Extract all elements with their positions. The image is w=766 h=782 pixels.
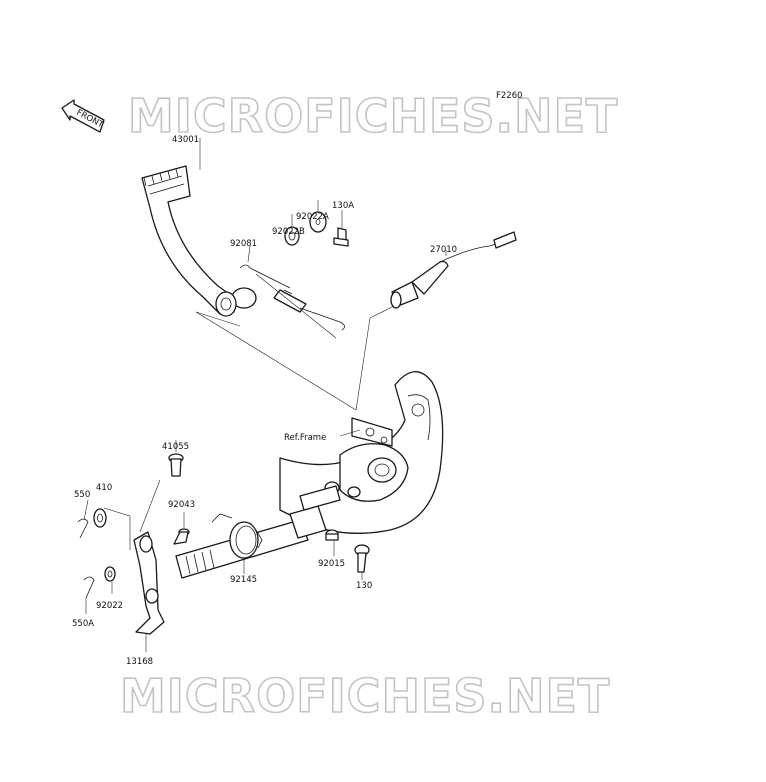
bolt-130-icon	[354, 544, 370, 573]
label-92022b: 92022B	[272, 227, 305, 237]
label-410: 410	[96, 483, 112, 493]
watermark-top: MICROFICHES.NET	[128, 89, 618, 143]
label-27010: 27010	[430, 245, 457, 255]
bolt-130a-icon	[333, 227, 349, 247]
label-92022: 92022	[96, 601, 123, 611]
label-43001: 43001	[172, 135, 199, 145]
leader-lines	[83, 138, 447, 652]
label-550a: 550A	[72, 619, 94, 629]
cotter-pin-550-icon	[77, 518, 89, 539]
label-92145: 92145	[230, 575, 257, 585]
label-92081: 92081	[230, 239, 257, 249]
washer-92022b-icon	[284, 226, 300, 246]
label-550: 550	[74, 490, 90, 500]
washer-410-icon	[93, 508, 107, 528]
cotter-pin-550a-icon	[83, 576, 95, 599]
front-arrow-icon: FRONT	[61, 99, 106, 133]
label-92015: 92015	[318, 559, 345, 569]
label-13168: 13168	[126, 657, 153, 667]
watermark-bottom: MICROFICHES.NET	[120, 669, 610, 723]
label-41055: 41055	[162, 442, 189, 452]
pin-92043-icon	[173, 528, 190, 545]
label-ref-frame: Ref.Frame	[284, 433, 326, 443]
nut-92015-icon	[325, 529, 339, 541]
pivot-shaft-icon	[175, 485, 341, 579]
label-92043: 92043	[168, 500, 195, 510]
pin-41055-icon	[168, 453, 184, 477]
brake-lever-icon	[133, 531, 165, 635]
diagram-code: F2260	[496, 91, 523, 101]
brake-switch-icon	[390, 231, 517, 309]
label-92022a: 92022A	[296, 212, 329, 222]
brake-pedal-icon	[141, 165, 257, 317]
label-130a: 130A	[332, 201, 354, 211]
washer-92022-icon	[104, 566, 116, 582]
label-130: 130	[356, 581, 372, 591]
